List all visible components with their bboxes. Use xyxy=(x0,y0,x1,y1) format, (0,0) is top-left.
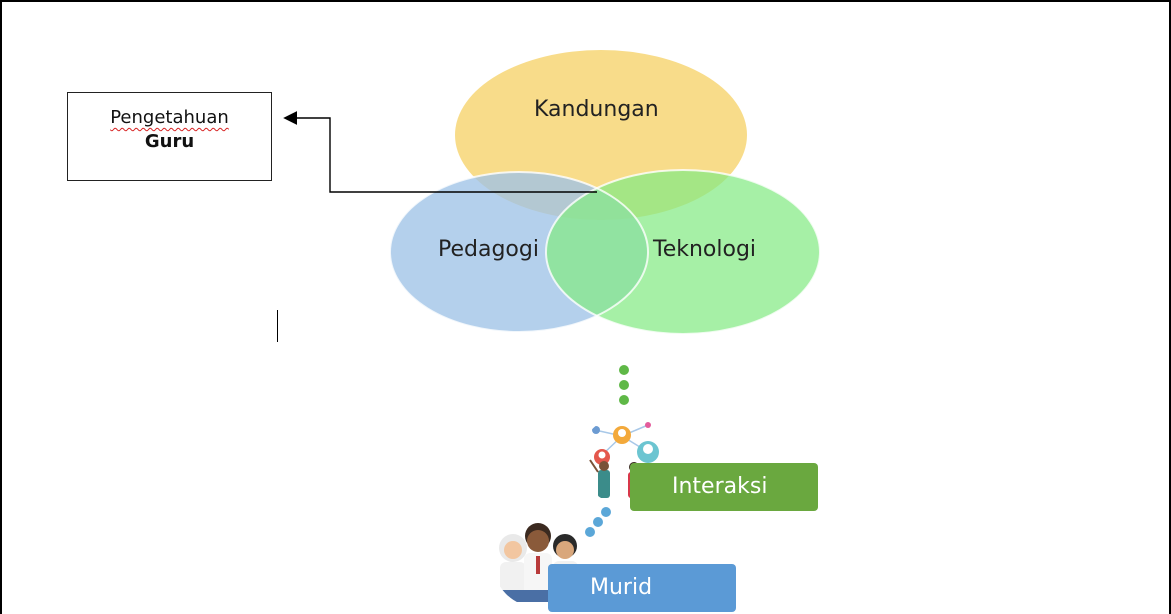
green-dot xyxy=(619,395,629,405)
students-pill: Murid xyxy=(548,564,736,612)
content-label: Kandungan xyxy=(534,97,659,122)
technology-circle xyxy=(546,170,820,334)
technology-label: Teknologi xyxy=(653,237,757,262)
pedagogy-label: Pedagogi xyxy=(438,237,539,262)
teacher-knowledge-box: Pengetahuan Guru xyxy=(67,92,272,181)
green-dot xyxy=(619,365,629,375)
green-dot xyxy=(619,380,629,390)
blue-dot xyxy=(601,507,611,517)
interaction-pill: Interaksi xyxy=(630,463,818,511)
knowledge-label: Pengetahuan xyxy=(110,107,229,128)
text-cursor xyxy=(277,310,278,342)
teacher-label: Guru xyxy=(144,131,195,153)
pedagogy-outline xyxy=(389,171,649,333)
connector-arrow xyxy=(283,111,597,193)
blue-dot xyxy=(585,527,595,537)
technology-outline xyxy=(545,169,821,335)
blue-dot xyxy=(593,517,603,527)
